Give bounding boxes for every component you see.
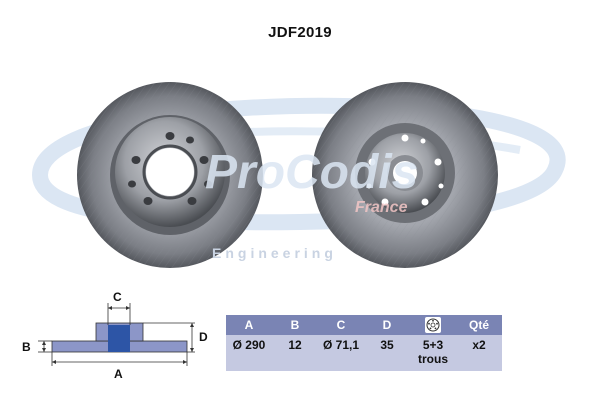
spec-value-holes: 5+3 trous [410, 335, 456, 371]
brake-disc-rear-view [312, 82, 498, 268]
diagram-label-c: C [113, 290, 122, 304]
diagram-center-bore [108, 325, 130, 352]
diagram-label-d: D [199, 330, 208, 344]
disc-dimension-diagram: C D B A [22, 290, 208, 381]
spec-holes-count: 5+3 [422, 338, 444, 352]
spec-value-a: Ø 290 [226, 335, 272, 371]
brake-disc-front-view [77, 82, 263, 268]
spec-header-c: C [318, 315, 364, 335]
spec-header-b: B [272, 315, 318, 335]
spec-value-qty: x2 [456, 335, 502, 371]
diagram-label-a: A [114, 367, 123, 381]
diagram-label-b: B [22, 340, 31, 354]
spec-header-holes [410, 315, 456, 335]
watermark-brand: ProCodis [205, 146, 418, 199]
spec-header-d: D [364, 315, 410, 335]
spec-value-row: Ø 290 12 Ø 71,1 35 5+3 trous x2 [226, 335, 502, 371]
watermark-tagline: Engineering [212, 245, 337, 261]
spec-value-c: Ø 71,1 [318, 335, 364, 371]
bolt-holes-icon [425, 317, 441, 333]
specification-table: A B C D Qté Ø 290 12 Ø 71,1 35 5 [226, 315, 502, 371]
spec-value-b: 12 [272, 335, 318, 371]
spec-header-qty: Qté [456, 315, 502, 335]
spec-value-d: 35 [364, 335, 410, 371]
watermark-sub: France [355, 199, 408, 216]
product-reference: JDF2019 [268, 24, 332, 41]
spec-holes-unit: trous [418, 352, 448, 366]
spec-header-row: A B C D Qté [226, 315, 502, 335]
spec-header-a: A [226, 315, 272, 335]
